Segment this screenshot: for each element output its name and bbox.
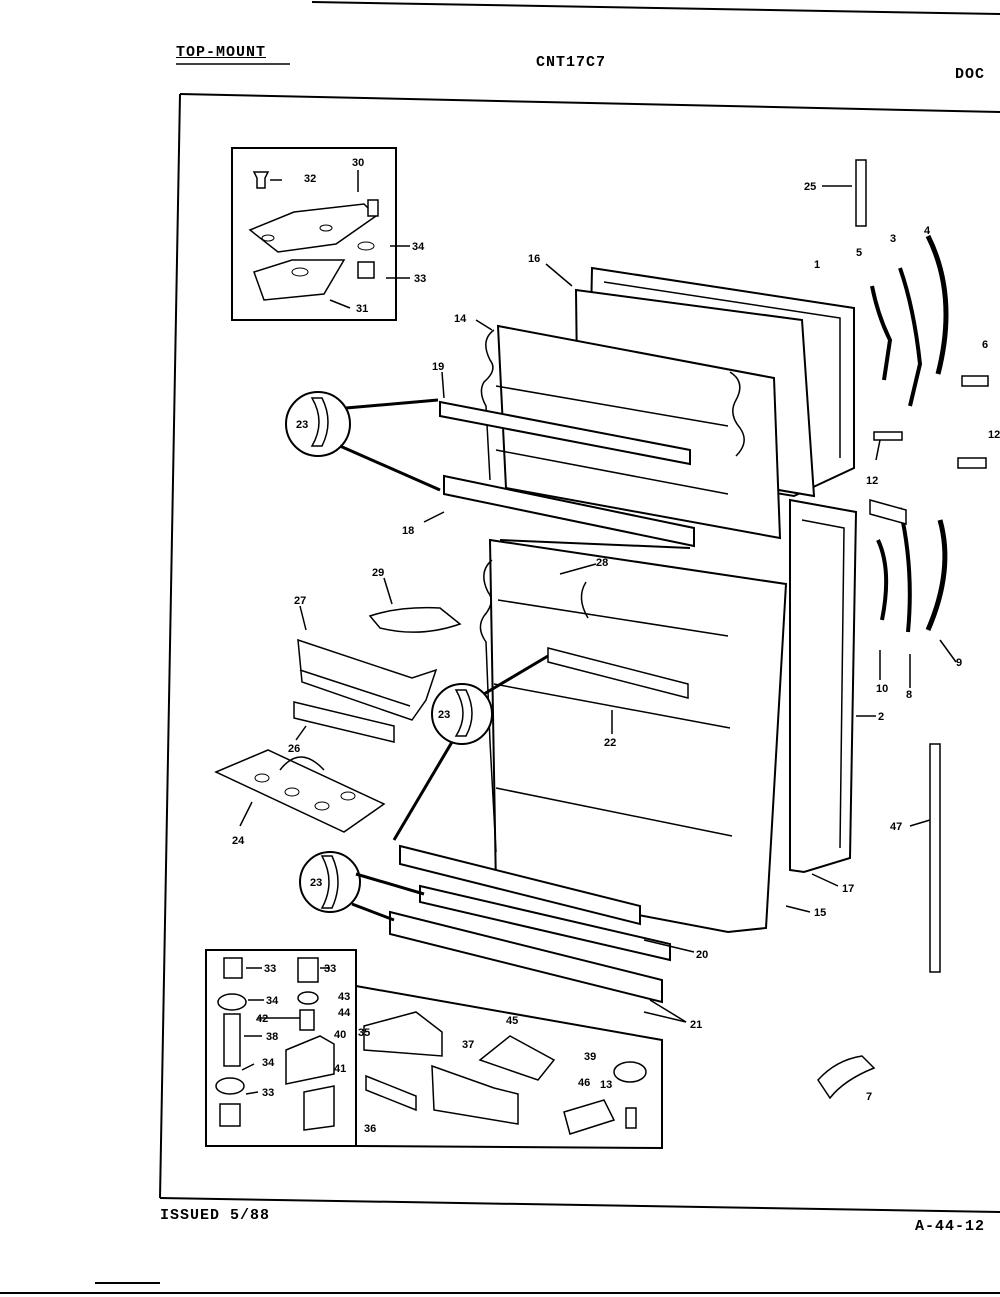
diagram-type-label: TOP-MOUNT	[176, 44, 267, 61]
callout-25: 25	[804, 181, 816, 193]
loose-parts	[214, 159, 989, 1100]
callout-34-top: 34	[412, 241, 425, 253]
callout-8: 8	[906, 689, 912, 701]
callout-12-edge: 12	[988, 429, 1000, 441]
callout-23-mid: 23	[438, 709, 450, 721]
callout-22: 22	[604, 737, 616, 749]
upper-hinge-inset	[231, 147, 397, 321]
callout-46: 46	[578, 1077, 590, 1089]
callout-27: 27	[294, 595, 306, 607]
callout-31: 31	[356, 303, 368, 315]
callout-3: 3	[890, 233, 896, 245]
callout-9: 9	[956, 657, 962, 669]
callout-47: 47	[890, 821, 902, 833]
callout-13: 13	[600, 1079, 612, 1091]
callout-33-top: 33	[414, 273, 426, 285]
callout-6: 6	[982, 339, 988, 351]
issued-date: ISSUED 5/88	[160, 1207, 271, 1224]
callout-30: 30	[352, 157, 364, 169]
callout-43: 43	[338, 991, 350, 1003]
callout-15: 15	[814, 907, 826, 919]
freezer-door-assembly	[439, 266, 855, 548]
callout-36: 36	[364, 1123, 376, 1135]
callout-26: 26	[288, 743, 300, 755]
callout-41: 41	[334, 1063, 346, 1075]
callout-29: 29	[372, 567, 384, 579]
callout-40: 40	[334, 1029, 346, 1041]
detail-circles	[285, 391, 549, 922]
callout-33-b: 33	[262, 1087, 274, 1099]
callout-19: 19	[432, 361, 444, 373]
callout-labels: 32 30 34 33 31 25 16 1 5 3 4 6 14 19 23 …	[232, 157, 1000, 1135]
callout-20: 20	[696, 949, 708, 961]
callout-39: 39	[584, 1051, 596, 1063]
callout-37: 37	[462, 1039, 474, 1051]
callout-23-bottom: 23	[310, 877, 322, 889]
callout-18: 18	[402, 525, 414, 537]
callout-33-a: 33	[264, 963, 276, 975]
callout-45: 45	[506, 1015, 518, 1027]
callout-14: 14	[454, 313, 467, 325]
callout-17: 17	[842, 883, 854, 895]
callout-12-upper: 12	[866, 475, 878, 487]
callout-38: 38	[266, 1031, 278, 1043]
callout-28: 28	[596, 557, 608, 569]
fresh-food-door-assembly	[389, 498, 858, 1004]
callout-24: 24	[232, 835, 245, 847]
leader-lines	[239, 170, 957, 1095]
callout-7: 7	[866, 1091, 872, 1103]
callout-16: 16	[528, 253, 540, 265]
lower-hinge-insets	[205, 949, 663, 1150]
callout-4: 4	[924, 225, 931, 237]
callout-21: 21	[690, 1019, 702, 1031]
callout-42: 42	[256, 1013, 268, 1025]
callout-1: 1	[814, 259, 820, 271]
callout-23-top: 23	[296, 419, 308, 431]
callout-44: 44	[338, 1007, 351, 1019]
model-number: CNT17C7	[536, 54, 607, 71]
callout-2: 2	[878, 711, 884, 723]
callout-33-c: 33	[324, 963, 336, 975]
page-code: A-44-12	[915, 1218, 986, 1235]
callout-5: 5	[856, 247, 862, 259]
callout-35: 35	[358, 1027, 370, 1039]
section-title-truncated: DOC	[955, 66, 986, 83]
callout-34-a: 34	[266, 995, 279, 1007]
callout-10: 10	[876, 683, 888, 695]
callout-34-b: 34	[262, 1057, 275, 1069]
callout-32: 32	[304, 173, 316, 185]
